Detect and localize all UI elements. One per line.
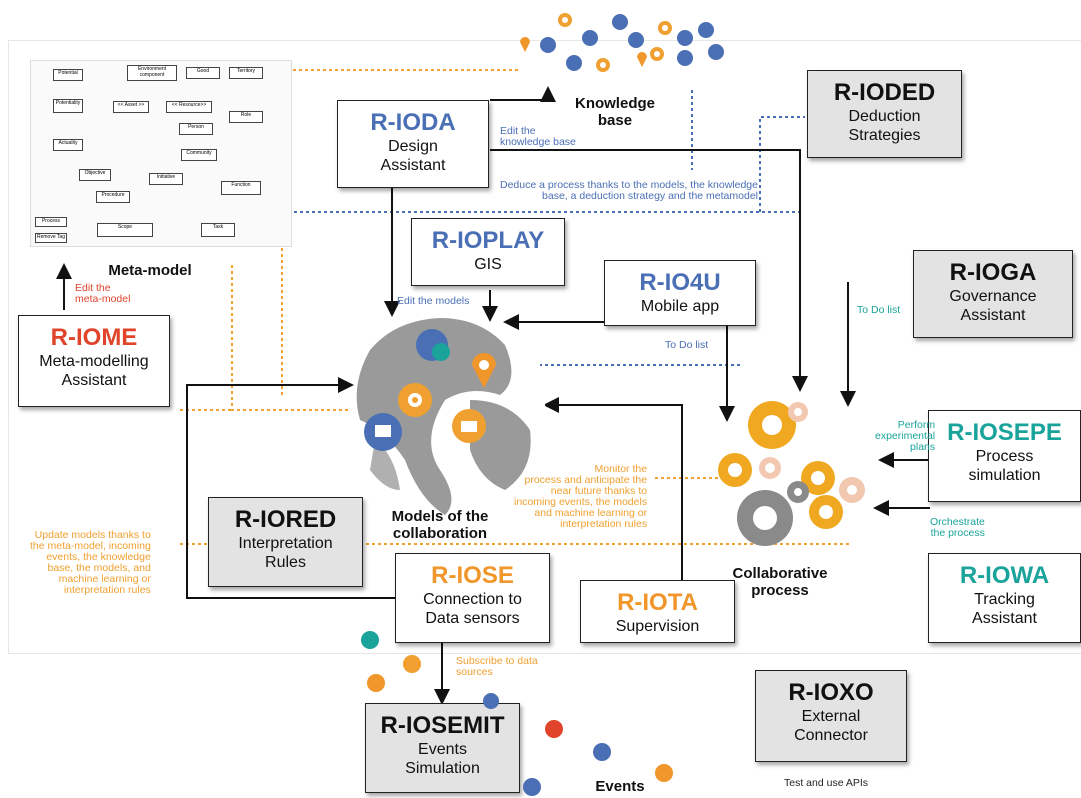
label-deduce: Deduce a process thanks to the models, t… <box>500 179 758 202</box>
models-caption: Models of the collaboration <box>391 508 489 542</box>
mm-node: << Asset >> <box>113 101 149 113</box>
gears-illustration <box>718 401 865 546</box>
mm-node: Potentiality <box>53 99 83 113</box>
event-dot <box>655 764 673 782</box>
label-edit-knowledge-base: Edit the knowledge base <box>500 125 576 148</box>
mm-node: Environment component <box>127 65 177 81</box>
event-dot <box>403 655 421 673</box>
label-orchestrate: Orchestrate the process <box>930 516 985 539</box>
label-todo-governance: To Do list <box>857 304 901 316</box>
meta-model-diagram: Potential Potentiality Actuality Objecti… <box>30 60 292 247</box>
label-edit-metamodel: Edit the meta-model <box>75 282 131 305</box>
box-r-io4u[interactable]: R-IO4U Mobile app <box>604 260 756 326</box>
box-name: Meta-modelling Assistant <box>39 353 149 389</box>
box-r-ioda[interactable]: R-IODA Design Assistant <box>337 100 489 188</box>
box-code: R-IODA <box>370 109 456 136</box>
mm-node: Remove Tag <box>35 233 67 243</box>
mm-node: Scope <box>97 223 153 237</box>
box-r-iosepe[interactable]: R-IOSEPE Process simulation <box>928 410 1081 502</box>
box-code: R-IOPLAY <box>431 227 545 254</box>
box-code: R-IOSEPE <box>947 419 1062 446</box>
box-r-iored[interactable]: R-IORED Interpretation Rules <box>208 497 363 587</box>
event-dot <box>593 743 611 761</box>
events-caption: Events <box>595 778 645 795</box>
label-update: Update models thanks to the meta-model, … <box>30 529 151 596</box>
mm-node: Role <box>229 111 263 123</box>
box-code: R-IO4U <box>639 269 721 296</box>
event-dot <box>483 693 499 709</box>
label-todo-mobile: To Do list <box>665 339 709 351</box>
box-r-iosemit[interactable]: R-IOSEMIT Events Simulation <box>365 703 520 793</box>
box-r-iome[interactable]: R-IOME Meta-modelling Assistant <box>18 315 170 407</box>
box-code: R-IOME <box>50 324 138 351</box>
mm-node: Good <box>186 67 220 79</box>
mm-node: Actuality <box>53 139 83 151</box>
mm-node: Task <box>201 223 235 237</box>
box-code: R-IOTA <box>617 589 698 616</box>
meta-model-caption: Meta-model <box>108 262 192 279</box>
mm-node: Initiative <box>149 173 183 185</box>
box-r-iose[interactable]: R-IOSE Connection to Data sensors <box>395 553 550 643</box>
box-name: Interpretation Rules <box>238 535 333 571</box>
event-dot <box>523 778 541 796</box>
box-code: R-IOSEMIT <box>380 712 505 739</box>
globe-illustration <box>350 318 546 516</box>
box-name: Mobile app <box>640 298 720 315</box>
box-r-iowa[interactable]: R-IOWA Tracking Assistant <box>928 553 1081 643</box>
knowledge-base-icons <box>520 13 724 72</box>
label-edit-models: Edit the models <box>397 295 470 307</box>
label-perform: Perform experimental plans <box>875 419 936 453</box>
box-name: Governance Assistant <box>949 288 1037 324</box>
mm-node: << Resource>> <box>166 101 212 113</box>
event-dot <box>361 631 379 649</box>
box-name: Design Assistant <box>380 138 446 174</box>
box-code: R-IODED <box>833 79 936 106</box>
box-r-ioplay[interactable]: R-IOPLAY GIS <box>411 218 565 286</box>
box-name: Tracking Assistant <box>972 591 1037 627</box>
box-name: Process simulation <box>968 448 1041 484</box>
mm-node: Function <box>221 181 261 195</box>
box-code: R-IOXO <box>788 679 874 706</box>
box-r-ioxo[interactable]: R-IOXO External Connector <box>755 670 907 762</box>
box-name: Deduction Strategies <box>848 108 921 144</box>
box-name: GIS <box>474 256 502 273</box>
mm-node: Procedure <box>96 191 130 203</box>
box-name: Connection to Data sensors <box>423 591 522 627</box>
event-dot <box>367 674 385 692</box>
box-code: R-IOSE <box>431 562 514 589</box>
label-monitor: Monitor the process and anticipate the n… <box>514 463 648 530</box>
box-code: R-IOGA <box>949 259 1037 286</box>
mm-node: Community <box>181 149 217 161</box>
mm-node: Process <box>35 217 67 227</box>
label-subscribe: Subscribe to data sources <box>456 655 538 678</box>
process-caption: Collaborative process <box>732 565 828 599</box>
box-r-iota[interactable]: R-IOTA Supervision <box>580 580 735 643</box>
mm-node: Territory <box>229 67 263 79</box>
knowledge-base-caption: Knowledge base <box>574 95 655 129</box>
box-code: R-IOWA <box>959 562 1050 589</box>
event-dot <box>545 720 563 738</box>
box-name: Supervision <box>615 618 700 635</box>
mm-node: Objective <box>79 169 111 181</box>
box-code: R-IORED <box>234 506 337 533</box>
mm-node: Potential <box>53 69 83 81</box>
box-name: Events Simulation <box>405 741 480 777</box>
box-r-ioga[interactable]: R-IOGA Governance Assistant <box>913 250 1073 338</box>
mm-node: Person <box>179 123 213 135</box>
box-name: External Connector <box>794 708 868 744</box>
label-test-apis: Test and use APIs <box>784 777 869 789</box>
box-r-ioded[interactable]: R-IODED Deduction Strategies <box>807 70 962 158</box>
